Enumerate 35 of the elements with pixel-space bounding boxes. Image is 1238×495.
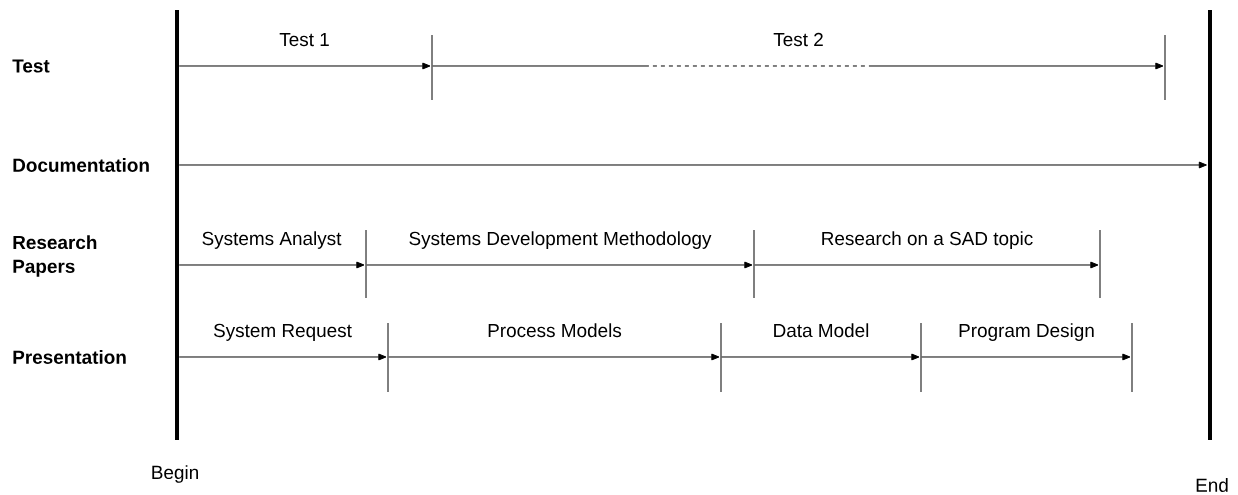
arrow [178,62,431,70]
arrow [388,353,720,361]
edge-label: Data Model [774,323,869,338]
edge-label: System Request [213,323,352,341]
edge-label: Test 2 [773,32,823,47]
edge-label: Program Design [959,323,1094,341]
row-label: Presentation [13,350,126,364]
edge-label: Process Models [488,323,622,338]
timeline-bar [1099,230,1101,298]
timeline-bar [1164,35,1166,100]
edge-label: Test 1 [279,33,329,47]
arrow [178,353,387,361]
arrow [432,62,1164,70]
arrow [366,261,753,269]
arrow [178,161,1207,169]
arrow [721,353,920,361]
row-label: Research Papers [13,235,97,277]
arrow [754,261,1099,269]
timeline-bar [175,10,179,440]
timeline-bar [720,323,722,392]
timeline-bar [1131,323,1133,392]
arrow [178,261,365,269]
arrow [921,353,1131,361]
bar-caption: End [1196,478,1228,492]
bar-caption: Begin [152,465,198,483]
row-label: Documentation [13,158,149,172]
edge-label: Systems Analyst [202,231,342,249]
timeline-bar [920,323,922,392]
timeline-bar [365,230,367,298]
timeline-bar [431,35,433,100]
timeline-bar [387,323,389,392]
timeline-bar [753,230,755,298]
row-label: Test [12,59,50,73]
edge-label: Research on a SAD topic [822,231,1033,249]
edge-label: Systems Development Methodology [409,231,712,249]
